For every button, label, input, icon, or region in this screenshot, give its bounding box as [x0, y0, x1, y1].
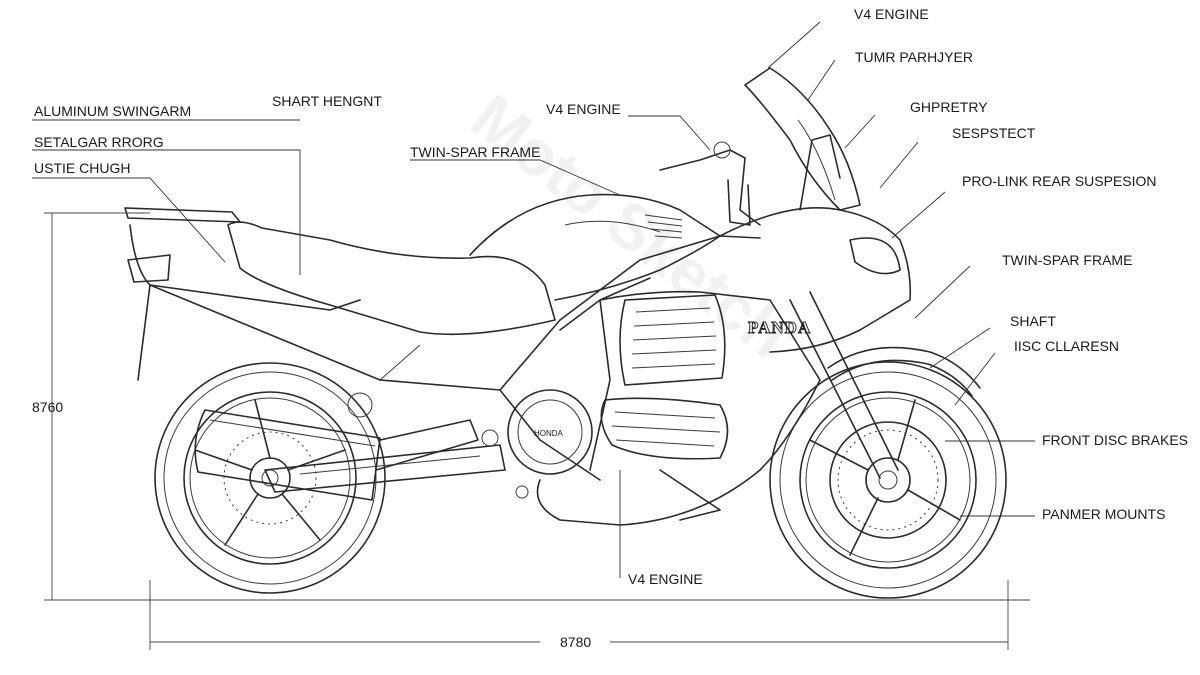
callout-labels: ALUMINUM SWINGARM SHART HENGNT SETALGAR …: [32, 6, 1188, 650]
dimension-lines: [44, 212, 1030, 650]
label-v4-engine-top: V4 ENGINE: [854, 6, 929, 22]
swingarm: [264, 444, 506, 493]
label-sespstect: SESPSTECT: [952, 125, 1036, 141]
exhaust: [194, 392, 479, 501]
engine-cover-text: HONDA: [534, 429, 564, 438]
motorcycle-body: HONDA PANDA: [124, 67, 912, 526]
label-shart-hengnt: SHART HENGNT: [272, 93, 382, 109]
label-ghpretry: GHPRETRY: [910, 99, 988, 115]
label-ustie-chugh: USTIE CHUGH: [34, 160, 130, 176]
fairing-logo: PANDA: [748, 318, 811, 337]
front-brake-disc: [829, 421, 947, 539]
label-pro-link-rear-suspension: PRO-LINK REAR SUSPESION: [962, 173, 1157, 189]
label-panmer-mounts: PANMER MOUNTS: [1042, 506, 1165, 522]
front-fork: [789, 291, 981, 479]
dimension-length: 8780: [560, 634, 591, 650]
label-front-disc-brakes: FRONT DISC BRAKES: [1042, 432, 1188, 448]
label-v4-engine-mid: V4 ENGINE: [546, 101, 621, 117]
front-wheel: [769, 361, 1007, 599]
label-setalgar-rrorg: SETALGAR RRORG: [34, 134, 164, 150]
wing-badge: [644, 214, 683, 239]
label-iisc-cllaresn: IISC CLLARESN: [1014, 338, 1119, 354]
leader-lines: [32, 21, 1035, 578]
radiator-grille: [619, 294, 726, 386]
rear-wheel: [154, 362, 386, 594]
label-shaft: SHAFT: [1010, 313, 1056, 329]
dimension-height: 8760: [32, 399, 63, 415]
label-tumr-parhjyer: TUMR PARHJYER: [855, 49, 973, 65]
label-twin-spar-frame-right: TWIN-SPAR FRAME: [1002, 252, 1132, 268]
label-aluminum-swingarm: ALUMINUM SWINGARM: [34, 103, 191, 119]
engine: HONDA: [481, 299, 611, 499]
label-v4-engine-bottom: V4 ENGINE: [628, 571, 703, 587]
windscreen: [744, 67, 861, 211]
label-twin-spar-frame-left: TWIN-SPAR FRAME: [410, 144, 540, 160]
